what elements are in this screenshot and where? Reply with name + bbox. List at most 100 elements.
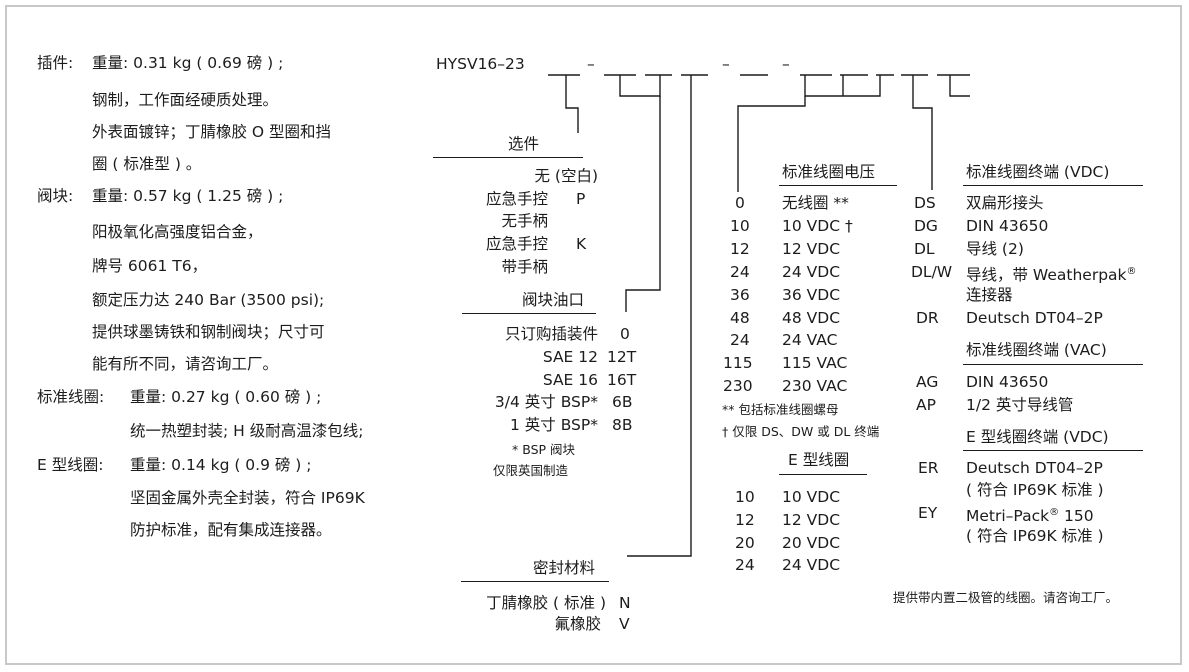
e-coil-label: 10 VDC — [782, 488, 841, 506]
term-code: DG — [914, 217, 938, 235]
body-line: 提供球墨铸铁和钢制阀块；尺寸可 — [92, 323, 325, 341]
std-coil-line: 统一热塑封装; H 级耐高温漆包线; — [130, 422, 364, 440]
body-line: 能有所不同，请咨询工厂。 — [92, 355, 279, 373]
voltage-label: 115 VAC — [782, 354, 848, 372]
voltage-note: ** 包括标准线圈螺母 — [722, 402, 839, 417]
voltage-note: † 仅限 DS、DW 或 DL 终端 — [722, 424, 880, 439]
std-coil-line: 重量: 0.27 kg ( 0.60 磅 ) ; — [130, 388, 322, 406]
voltage-label: 10 VDC † — [782, 217, 853, 235]
e-coil-code: 10 — [735, 488, 755, 506]
seals-rule — [461, 581, 609, 582]
term-e-rule — [963, 450, 1143, 451]
port-code: 8B — [612, 416, 633, 434]
e-coil-rule — [779, 474, 867, 475]
term-label: DIN 43650 — [966, 373, 1049, 391]
std-coil-label: 标准线圈: — [37, 388, 105, 406]
voltage-label: 12 VDC — [782, 240, 841, 258]
voltage-code: 36 — [730, 286, 750, 304]
term-label: ( 符合 IP69K 标准 ) — [966, 481, 1104, 499]
body-line: 额定压力达 240 Bar (3500 psi); — [92, 291, 325, 309]
e-coil-label: 24 VDC — [782, 556, 841, 574]
cartridge-line: 外表面镀锌；丁腈橡胶 O 型圈和挡 — [92, 123, 332, 141]
registered-mark: ® — [1049, 507, 1060, 518]
e-coil-line: 坚固金属外壳全封装，符合 IP69K — [130, 489, 365, 507]
option-label: 应急手控 — [485, 190, 548, 208]
port-code: 6B — [612, 393, 633, 411]
term-code: AG — [916, 373, 939, 391]
voltage-label: 无线圈 ** — [782, 194, 849, 212]
term-label: 双扁形接头 — [966, 194, 1044, 212]
term-code: AP — [916, 396, 936, 414]
body-line: 牌号 6061 T6， — [92, 257, 208, 275]
ports-note: * BSP 阀块 — [512, 442, 576, 457]
term-label: Deutsch DT04–2P — [966, 309, 1103, 327]
port-label: 3/4 英寸 BSP* — [494, 393, 598, 411]
separator-dash: – — [722, 55, 730, 73]
body-line: 阳极氧化高强度铝合金， — [92, 223, 263, 241]
seal-code: V — [619, 615, 630, 633]
term-code: DS — [914, 194, 936, 212]
option-label: 带手柄 — [501, 258, 548, 276]
separator-dash: – — [782, 55, 790, 73]
cartridge-line: 钢制，工作面经硬质处理。 — [92, 91, 279, 109]
body-line: 重量: 0.57 kg ( 1.25 磅 ) ; — [92, 187, 284, 205]
e-coil-code: 12 — [735, 511, 755, 529]
voltage-rule — [779, 185, 897, 186]
port-label: SAE 12 — [542, 348, 598, 366]
ports-header: 阀块油口 — [522, 291, 585, 309]
port-code: 16T — [607, 371, 637, 389]
option-code: P — [576, 190, 586, 208]
term-code: EY — [918, 504, 938, 522]
term-vdc-rule — [963, 185, 1143, 186]
voltage-code: 24 — [730, 263, 750, 281]
e-coil-label: E 型线圈: — [37, 456, 104, 474]
term-label-suffix: 150 — [1059, 507, 1094, 526]
term-label-row: 导线，带 Weatherpak® — [966, 262, 1137, 285]
voltage-code: 115 — [723, 354, 753, 372]
cartridge-line: 圈 ( 标准型 ) 。 — [92, 155, 202, 173]
e-coil-label: 20 VDC — [782, 534, 841, 552]
model-code: HYSV16–23 — [436, 55, 525, 73]
ports-note: 仅限英国制造 — [493, 463, 569, 478]
term-label: Metri–Pack — [966, 507, 1050, 526]
term-vdc-header: 标准线圈终端 (VDC) — [966, 163, 1110, 181]
term-label: Deutsch DT04–2P — [966, 459, 1103, 477]
option-label: 无 (空白) — [534, 167, 598, 185]
e-coil-header: E 型线圈 — [788, 451, 850, 469]
voltage-code: 24 — [730, 331, 750, 349]
term-label-row: Metri–Pack® 150 — [966, 503, 1094, 526]
e-coil-code: 24 — [735, 556, 755, 574]
option-code: K — [576, 235, 587, 253]
term-e-header: E 型线圈终端 (VDC) — [966, 428, 1109, 446]
voltage-header: 标准线圈电压 — [782, 163, 876, 181]
options-rule — [433, 157, 583, 158]
option-label: 无手柄 — [501, 212, 548, 230]
voltage-label: 230 VAC — [782, 377, 848, 395]
voltage-code: 10 — [730, 217, 750, 235]
term-code: ER — [918, 459, 939, 477]
cartridge-label: 插件: — [37, 54, 74, 72]
port-code: 0 — [620, 325, 630, 343]
port-code: 12T — [607, 348, 637, 366]
e-coil-label: 12 VDC — [782, 511, 841, 529]
term-code: DR — [916, 309, 939, 327]
term-label: ( 符合 IP69K 标准 ) — [966, 527, 1104, 545]
seal-code: N — [619, 594, 631, 612]
voltage-code: 12 — [730, 240, 750, 258]
voltage-code: 48 — [730, 309, 750, 327]
term-label: 导线，带 Weatherpak — [966, 266, 1127, 285]
term-code: DL/W — [911, 263, 953, 281]
term-vac-rule — [963, 364, 1143, 365]
term-vac-header: 标准线圈终端 (VAC) — [966, 341, 1107, 359]
term-label: DIN 43650 — [966, 217, 1049, 235]
term-code: DL — [914, 240, 935, 258]
voltage-label: 24 VAC — [782, 331, 838, 349]
term-label: 导线 (2) — [966, 240, 1024, 258]
voltage-code: 0 — [735, 194, 745, 212]
e-coil-line: 重量: 0.14 kg ( 0.9 磅 ) ; — [130, 456, 312, 474]
term-label: 连接器 — [966, 286, 1013, 304]
registered-mark: ® — [1126, 266, 1137, 277]
e-coil-code: 20 — [735, 534, 755, 552]
voltage-code: 230 — [723, 377, 753, 395]
